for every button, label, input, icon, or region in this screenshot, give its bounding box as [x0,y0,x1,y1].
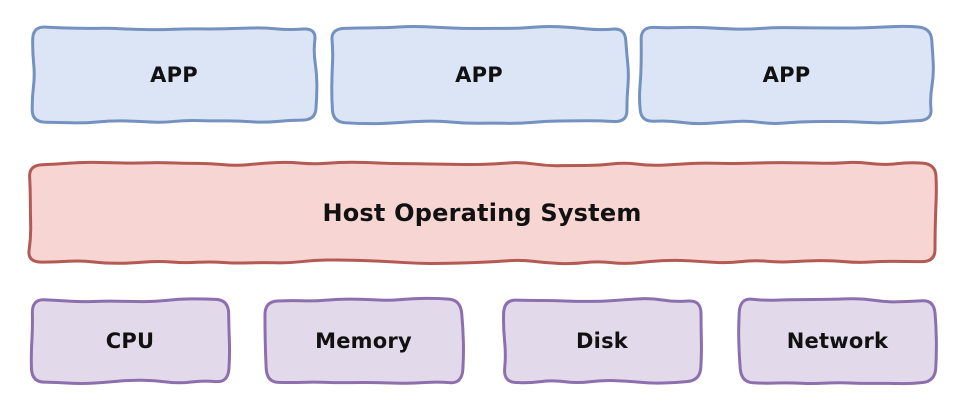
node-outline-app-3 [638,24,935,126]
node-host-os[interactable]: Host Operating System [27,160,938,266]
node-memory[interactable]: Memory [263,296,465,385]
node-outline-host-os [27,160,938,266]
node-outline-app-1 [30,25,319,125]
node-outline-network [737,297,938,386]
node-outline-app-2 [330,24,630,126]
node-disk[interactable]: Disk [502,297,703,385]
node-network[interactable]: Network [737,297,938,386]
node-outline-disk [502,297,703,385]
node-outline-cpu [29,297,232,386]
node-app-1[interactable]: APP [30,25,319,125]
node-cpu[interactable]: CPU [29,297,232,386]
node-app-2[interactable]: APP [330,24,630,126]
node-app-3[interactable]: APP [638,24,935,126]
node-outline-memory [263,296,465,385]
